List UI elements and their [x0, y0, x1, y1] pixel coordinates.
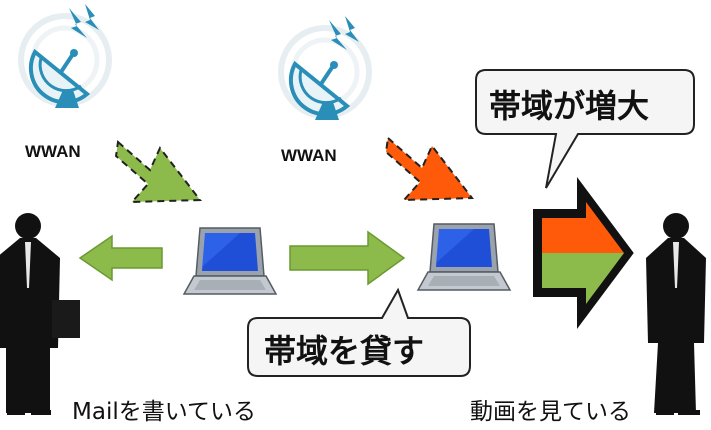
green-left-arrow	[78, 234, 163, 282]
speech-bubble-top	[475, 69, 695, 189]
caption-right: 動画を見ている	[470, 399, 631, 425]
speech-bubble-bottom	[247, 287, 471, 377]
person-silhouette-icon-right	[646, 213, 706, 415]
bubble-bottom-text: 帯域を貸す	[264, 332, 425, 370]
wwan-label-right: WWAN	[281, 146, 337, 165]
person-silhouette-icon-left	[0, 213, 80, 415]
orange-downlink-arrow	[384, 136, 474, 202]
laptop-icon-right	[417, 223, 511, 291]
wwan-label-left: WWAN	[25, 142, 81, 161]
combined-bandwidth-arrow	[533, 176, 634, 330]
satellite-dish-icon-left	[21, 4, 109, 108]
caption-left: Mailを書いている	[72, 399, 257, 425]
satellite-dish-icon-right	[281, 16, 369, 120]
laptop-icon-left	[183, 227, 277, 295]
green-right-arrow	[289, 230, 406, 286]
bubble-top-text: 帯域が増大	[489, 87, 650, 125]
green-downlink-arrow	[114, 140, 202, 204]
